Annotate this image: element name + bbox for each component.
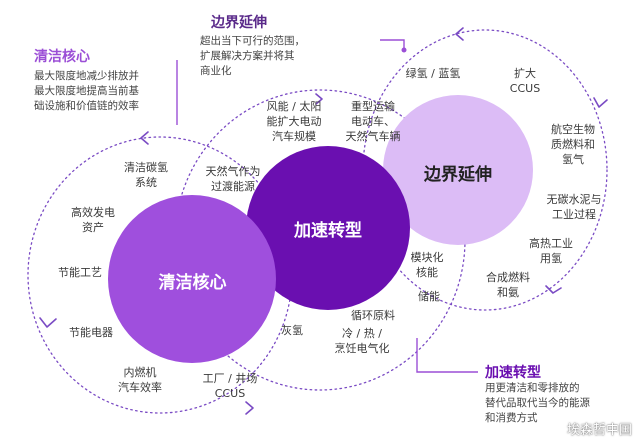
- label-low-carbon-cement: 无碳水泥与 工业过程: [546, 193, 602, 221]
- label-natural-gas: 天然气作为 过渡能源: [205, 165, 261, 193]
- accelerate-label: 加速转型: [294, 221, 362, 241]
- label-factory-ccus: 工厂 / 井场 CCUS: [202, 372, 258, 400]
- label-ash-hydrogen: 灰氢: [281, 324, 303, 337]
- label-synthetic-fuels: 合成燃料 和氨: [486, 271, 530, 299]
- label-storage: 储能: [418, 290, 440, 303]
- arrow-icon: [39, 317, 57, 328]
- callout-extend-body: 超出当下可行的范围， 扩展解决方案并将其 商业化: [200, 35, 305, 77]
- callout-connectors: [176, 39, 478, 373]
- label-expand-ccus: 扩大 CCUS: [509, 67, 541, 95]
- callout-clean-title: 清洁核心: [34, 49, 90, 65]
- arrow-icon: [455, 27, 464, 41]
- label-modular-nuclear: 模块化 核能: [410, 251, 444, 279]
- arrow-icon: [140, 131, 149, 145]
- watermark: 埃森哲中国: [566, 423, 632, 438]
- arrow-icon: [593, 97, 608, 108]
- extend-label: 边界延伸: [424, 165, 492, 185]
- label-heavy-transport: 重型运输 电动车、 天然气车辆: [345, 100, 401, 143]
- callout-extend-title: 边界延伸: [211, 15, 267, 31]
- label-green-blue-h2: 绿氢 / 蓝氢: [405, 67, 461, 80]
- clean-core-label: 清洁核心: [158, 273, 227, 293]
- label-energy-appliances: 节能电器: [69, 326, 113, 339]
- label-cooling-heating: 冷 / 热 / 烹饪电气化: [334, 327, 390, 355]
- accelerate-circle: [246, 146, 410, 310]
- callout-clean-body: 最大限度地减少排放并 最大限度地提高当前基 础设施和价值链的效率: [34, 70, 139, 112]
- callout-accelerate-body: 用更清洁和零排放的 替代品取代当今的能源 和消费方式: [485, 382, 590, 424]
- label-industrial-h2: 高热工业 用氢: [529, 237, 573, 265]
- label-energy-process: 节能工艺: [58, 266, 102, 279]
- label-clean-hydrogen: 清洁碳氢 系统: [124, 161, 168, 189]
- clean-core-circle: [108, 195, 276, 363]
- arrow-icon: [245, 401, 254, 415]
- label-efficient-generation: 高效发电 资产: [71, 206, 115, 234]
- arrow-icon: [315, 93, 323, 105]
- callout-accelerate-title: 加速转型: [485, 365, 541, 381]
- arrow-icon: [545, 285, 562, 294]
- ring-arrows: [39, 27, 608, 415]
- label-recycled-materials: 循环原料: [351, 309, 395, 322]
- callout-dot: [401, 47, 407, 53]
- label-aviation-bio: 航空生物 质燃料和 氢气: [551, 123, 595, 166]
- label-ice-efficiency: 内燃机 汽车效率: [118, 366, 162, 394]
- label-wind-solar: 风能 / 太阳 能扩大电动 汽车规模: [266, 100, 322, 143]
- extend-circle: [383, 95, 533, 245]
